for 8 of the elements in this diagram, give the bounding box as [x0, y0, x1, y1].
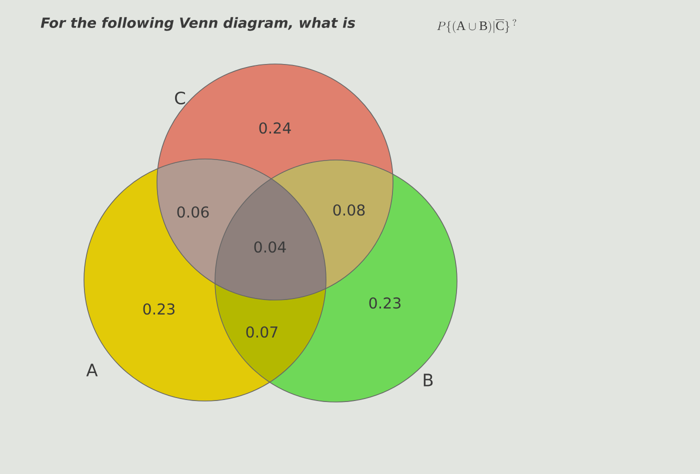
region-value: 0.06	[177, 206, 209, 218]
region-value: 0.04	[254, 241, 286, 253]
region-value: 0.08	[333, 204, 365, 216]
region-value: 0.23	[143, 303, 174, 315]
question-title: For the following Venn diagram, what is	[40, 17, 356, 31]
region-value: 0.24	[259, 122, 291, 134]
probability-formula: $P\{(\mathrm{A}\cup \mathrm{B})|\overline{\mathrm{C}}\}\,^{?}$	[437, 19, 516, 34]
region-value: 0.07	[246, 326, 278, 338]
